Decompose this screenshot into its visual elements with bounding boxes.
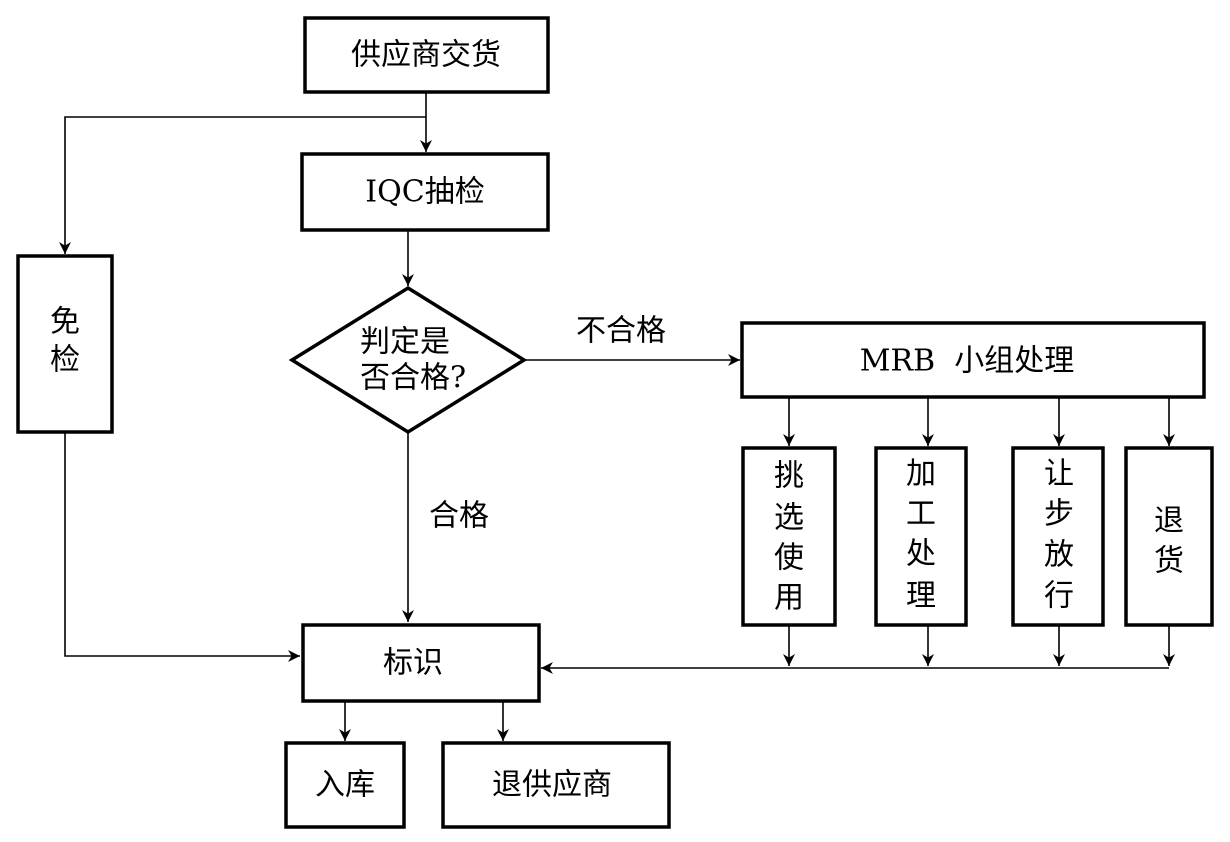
node-mrb-handling-label: MRB 小组处理 bbox=[860, 344, 1074, 379]
connectors bbox=[59, 92, 1175, 741]
node-decision-line: 判定是 bbox=[360, 325, 450, 360]
node-return-supplier: 退供应商 bbox=[441, 741, 671, 829]
node-concession-release-char: 放 bbox=[1044, 538, 1074, 573]
node-iqc-sampling-label: IQC抽检 bbox=[365, 175, 484, 210]
node-sort-use-char: 选 bbox=[774, 501, 804, 536]
node-exempt-inspection-char: 免 bbox=[50, 305, 80, 340]
node-marking-label: 标识 bbox=[383, 646, 443, 681]
edge-label-pass: 合格 bbox=[429, 499, 489, 534]
node-return-supplier-label: 退供应商 bbox=[492, 768, 612, 803]
node-decision-line: 否合格? bbox=[360, 361, 466, 396]
node-exempt-inspection-char: 检 bbox=[50, 343, 80, 378]
node-sort-use-char: 挑 bbox=[774, 459, 804, 494]
node-mrb-handling: MRB 小组处理 bbox=[740, 321, 1206, 399]
edge-label-fail: 不合格 bbox=[576, 314, 666, 349]
node-return-goods-char: 货 bbox=[1154, 544, 1184, 579]
node-decision: 判定是 否合格? bbox=[288, 285, 528, 435]
node-marking: 标识 bbox=[301, 623, 541, 703]
node-concession-release-char: 步 bbox=[1044, 497, 1074, 532]
node-concession-release-char: 行 bbox=[1044, 579, 1074, 614]
node-rework-char: 加 bbox=[906, 457, 936, 492]
node-rework: 加 工 处 理 bbox=[874, 446, 968, 627]
node-sort-use: 挑 选 使 用 bbox=[741, 446, 837, 627]
node-rework-char: 理 bbox=[906, 579, 936, 614]
node-rework-char: 工 bbox=[906, 497, 936, 532]
node-supplier-delivery: 供应商交货 bbox=[303, 16, 550, 94]
node-supplier-delivery-label: 供应商交货 bbox=[351, 38, 501, 73]
node-return-goods: 退 货 bbox=[1124, 446, 1214, 627]
node-sort-use-char: 使 bbox=[774, 541, 804, 576]
node-sort-use-char: 用 bbox=[774, 581, 804, 616]
edge-exempt-to-marking bbox=[64, 432, 300, 662]
node-concession-release: 让 步 放 行 bbox=[1011, 446, 1105, 627]
node-concession-release-char: 让 bbox=[1044, 457, 1074, 492]
node-warehousing: 入库 bbox=[284, 741, 406, 829]
node-warehousing-label: 入库 bbox=[315, 768, 375, 803]
node-exempt-inspection: 免 检 bbox=[16, 254, 114, 434]
edge-supplier-to-exempt bbox=[59, 116, 426, 254]
node-iqc-sampling: IQC抽检 bbox=[300, 152, 550, 232]
node-rework-char: 处 bbox=[906, 537, 936, 572]
node-return-goods-char: 退 bbox=[1154, 504, 1184, 539]
